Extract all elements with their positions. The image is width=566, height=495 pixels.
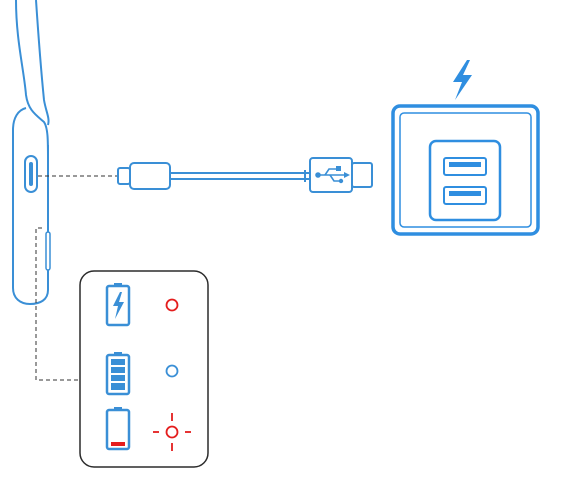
side-button <box>45 231 51 271</box>
usb-trident-icon <box>315 166 350 184</box>
flashing-red-light-icon <box>153 413 191 451</box>
lightning-bolt-icon <box>453 60 472 100</box>
solid-blue-light-icon <box>165 364 179 378</box>
usb-port-panel <box>428 139 502 222</box>
charging-battery-icon <box>105 283 131 327</box>
usb-cable <box>117 157 373 193</box>
dashed-line-indicator <box>35 227 80 381</box>
low-battery-icon <box>105 407 131 451</box>
solid-red-light-icon <box>165 298 179 312</box>
usb-a-plug-tip <box>351 162 373 188</box>
indicator-legend <box>79 270 209 468</box>
usb-c-plug-housing <box>129 162 171 190</box>
usb-wall-charger <box>391 104 540 236</box>
neckband-device <box>12 0 50 306</box>
usb-c-port <box>24 155 38 193</box>
usb-c-plug <box>117 167 131 185</box>
full-battery-icon <box>105 352 131 396</box>
